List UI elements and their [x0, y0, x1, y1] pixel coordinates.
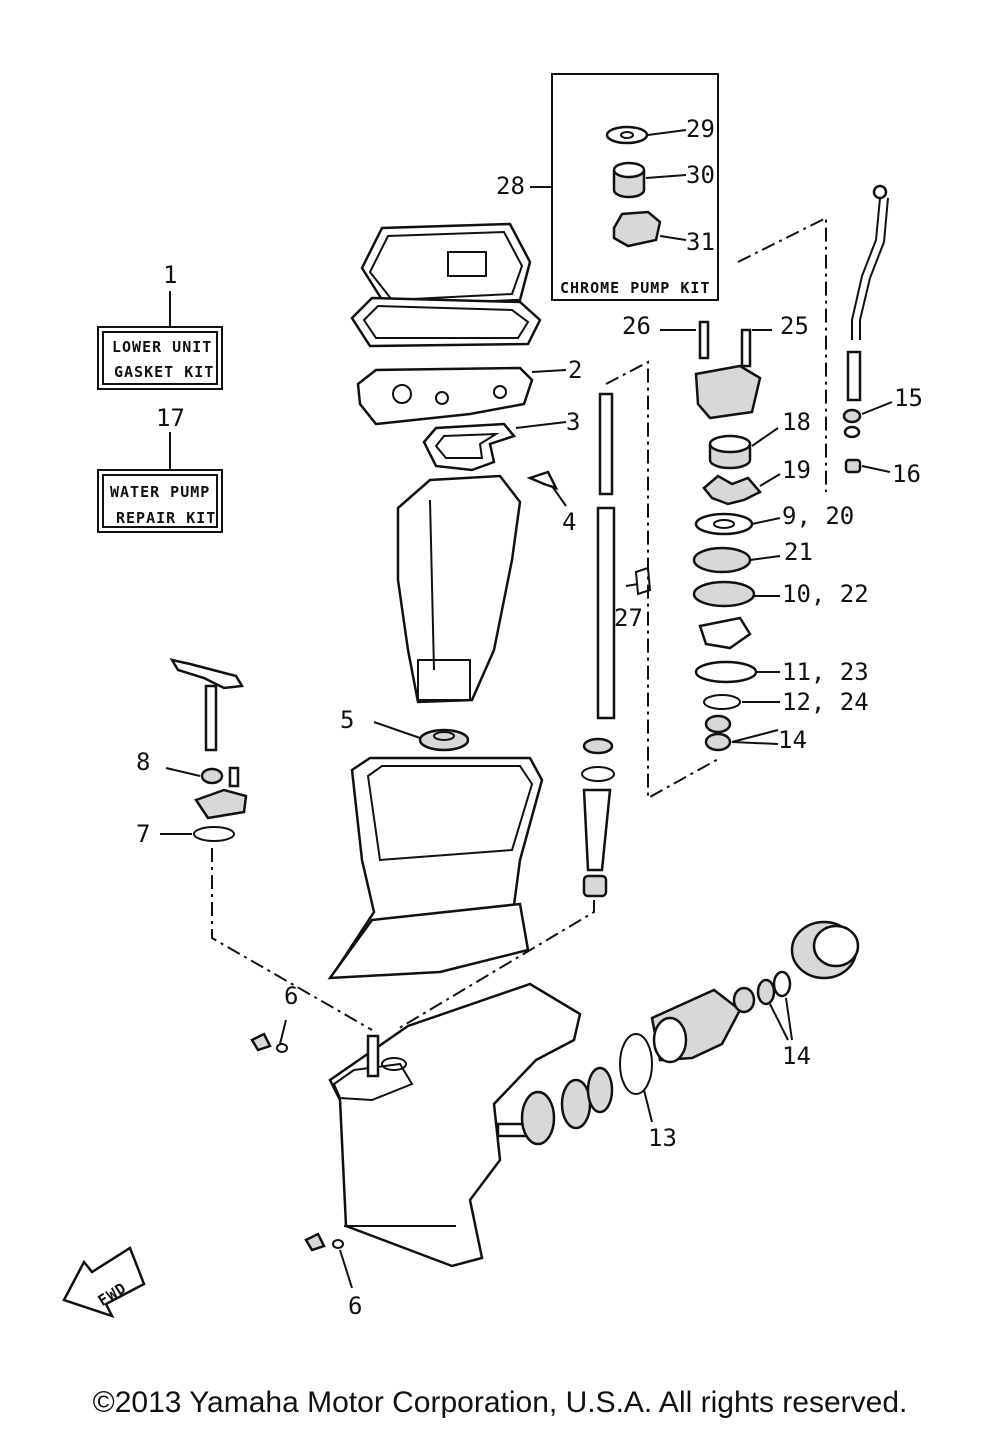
- callout-1: 1: [163, 261, 177, 289]
- part-19-impeller: [702, 474, 762, 506]
- water-pump-label-line1: WATER PUMP: [110, 483, 210, 501]
- copyright-notice: ©2013 Yamaha Motor Corporation, U.S.A. A…: [92, 1386, 908, 1419]
- driveshaft-housing: [396, 474, 522, 704]
- part-14-bearing-b: [772, 970, 792, 998]
- callout-7: 7: [136, 820, 150, 848]
- drive-shaft: 27: [581, 392, 652, 898]
- chrome-pump-kit-label: CHROME PUMP KIT: [560, 279, 710, 297]
- callout-13: 13: [648, 1124, 677, 1152]
- part-21-plate: [692, 546, 752, 574]
- part-11-23-gasket: [694, 660, 758, 684]
- callout-16: 16: [892, 460, 921, 488]
- drain-screws: 6 6: [250, 982, 362, 1320]
- callout-26: 26: [622, 312, 651, 340]
- part-14-bearing-a: [756, 978, 776, 1006]
- part-5-seal: 5: [340, 706, 470, 752]
- callout-14b: 14: [782, 1042, 811, 1070]
- guide-lines: [211, 216, 827, 1031]
- part-12-24-o-ring: [703, 694, 741, 710]
- part-10-22-gasket: [692, 580, 756, 608]
- upper-gasket-stack: 2 3 4: [350, 222, 582, 536]
- water-pump-stack: 26 25 18 19 9, 20 21 10, 22 11, 23 12, 2…: [622, 312, 869, 754]
- callout-2: 2: [568, 356, 582, 384]
- callout-15: 15: [894, 384, 923, 412]
- water-tube: 15 16: [842, 184, 923, 488]
- callout-11-23: 11, 23: [782, 658, 869, 686]
- water-pump-repair-kit-box: WATER PUMP REPAIR KIT 17: [97, 404, 223, 533]
- fwd-arrow-icon: FWD: [62, 1246, 146, 1319]
- lower-unit-label-line1: LOWER UNIT: [112, 338, 212, 356]
- callout-4: 4: [562, 508, 576, 536]
- part-14-bearing-upper: [704, 714, 732, 734]
- callout-9-20: 9, 20: [782, 502, 854, 530]
- part-29-washer: [605, 125, 649, 145]
- part-14-bearing-lower: [704, 732, 732, 752]
- part-31-pump-housing: [612, 210, 662, 248]
- upper-gearcase: [327, 756, 544, 980]
- callout-30: 30: [686, 161, 715, 189]
- callout-6a: 6: [284, 982, 298, 1010]
- part-8-seal: [200, 767, 224, 785]
- callout-21: 21: [784, 538, 813, 566]
- callout-8: 8: [136, 748, 150, 776]
- callout-28: 28: [496, 172, 525, 200]
- part-2-gasket: [356, 366, 534, 426]
- part-9-20-gasket: [694, 512, 754, 536]
- lower-unit-label-line2: GASKET KIT: [114, 363, 214, 381]
- callout-17: 17: [156, 404, 185, 432]
- callout-14a: 14: [778, 726, 807, 754]
- part-30-liner: [612, 161, 646, 199]
- callout-27: 27: [614, 604, 643, 632]
- shift-rod-assembly: 8 7: [136, 658, 248, 848]
- callout-12-24: 12, 24: [782, 688, 869, 716]
- lower-unit-gasket-kit-box: LOWER UNIT GASKET KIT 1: [97, 261, 223, 390]
- callout-3: 3: [566, 408, 580, 436]
- part-7-o-ring: [193, 826, 235, 842]
- callout-10-22: 10, 22: [782, 580, 869, 608]
- callout-6b: 6: [348, 1292, 362, 1320]
- callout-5: 5: [340, 706, 354, 734]
- callout-25: 25: [780, 312, 809, 340]
- part-13-o-ring: [619, 1033, 653, 1095]
- callout-18: 18: [782, 408, 811, 436]
- callout-19: 19: [782, 456, 811, 484]
- water-pump-label-line2: REPAIR KIT: [116, 509, 216, 527]
- callout-31: 31: [686, 228, 715, 256]
- part-4-clip: [526, 470, 559, 491]
- callout-29: 29: [686, 115, 715, 143]
- propeller-shaft-assembly: 13 14: [496, 920, 860, 1152]
- chrome-pump-kit-box: 29 30 31 CHROME PUMP KIT: [551, 73, 719, 301]
